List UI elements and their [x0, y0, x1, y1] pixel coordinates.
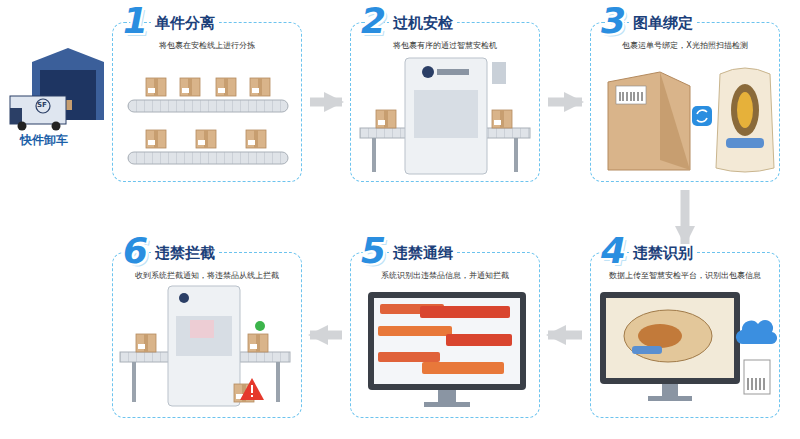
flow-arrow: [310, 331, 342, 340]
flow-arrow: [681, 190, 690, 244]
conveyor-illustration: [128, 78, 288, 164]
step-panel: 4违禁识别数据上传至智慧安检平台，识别出包裹信息: [590, 252, 780, 418]
step-description: 将包裹有序的通过智慧安检机: [357, 41, 533, 51]
flow-arrow: [548, 98, 582, 107]
caption-label: 快件卸车: [20, 132, 68, 149]
step-number: 4: [601, 233, 626, 269]
flow-arrow: [548, 331, 582, 340]
step-panel: 5违禁通缉系统识别出违禁品信息，并通知拦截: [350, 252, 540, 418]
step-number: 1: [123, 3, 148, 39]
step-description: 将包裹在安检线上进行分拣: [119, 41, 295, 51]
binding-illustration: [608, 68, 774, 172]
scanner-illustration: [360, 58, 530, 174]
step-description: 系统识别出违禁品信息，并通知拦截: [357, 271, 533, 281]
step-number: 6: [123, 233, 148, 269]
step-title: 图单绑定: [629, 14, 697, 33]
step-description: 数据上传至智慧安检平台，识别出包裹信息: [597, 271, 773, 281]
step-title: 违禁识别: [629, 244, 697, 263]
step-number: 2: [361, 3, 386, 39]
step-title: 过机安检: [389, 14, 457, 33]
step-panel: 3图单绑定包裹运单号绑定，X光拍照扫描检测: [590, 22, 780, 182]
step-title: 单件分离: [151, 14, 219, 33]
step-description: 收到系统拦截通知，将违禁品从线上拦截: [119, 271, 295, 281]
interception-illustration: [120, 286, 290, 406]
flow-arrow: [310, 98, 342, 107]
step-panel: 1单件分离将包裹在安检线上进行分拣: [112, 22, 302, 182]
logo-text: SF: [37, 101, 47, 109]
step-panel: 6违禁拦截收到系统拦截通知，将违禁品从线上拦截: [112, 252, 302, 418]
step-title: 违禁通缉: [389, 244, 457, 263]
step-number: 3: [601, 3, 626, 39]
truck-illustration: [10, 48, 104, 131]
alert-monitor-illustration: [368, 292, 526, 407]
monitor-illustration: [600, 292, 777, 401]
step-title: 违禁拦截: [151, 244, 219, 263]
step-number: 5: [361, 233, 386, 269]
step-description: 包裹运单号绑定，X光拍照扫描检测: [597, 41, 773, 51]
step-panel: 2过机安检将包裹有序的通过智慧安检机: [350, 22, 540, 182]
